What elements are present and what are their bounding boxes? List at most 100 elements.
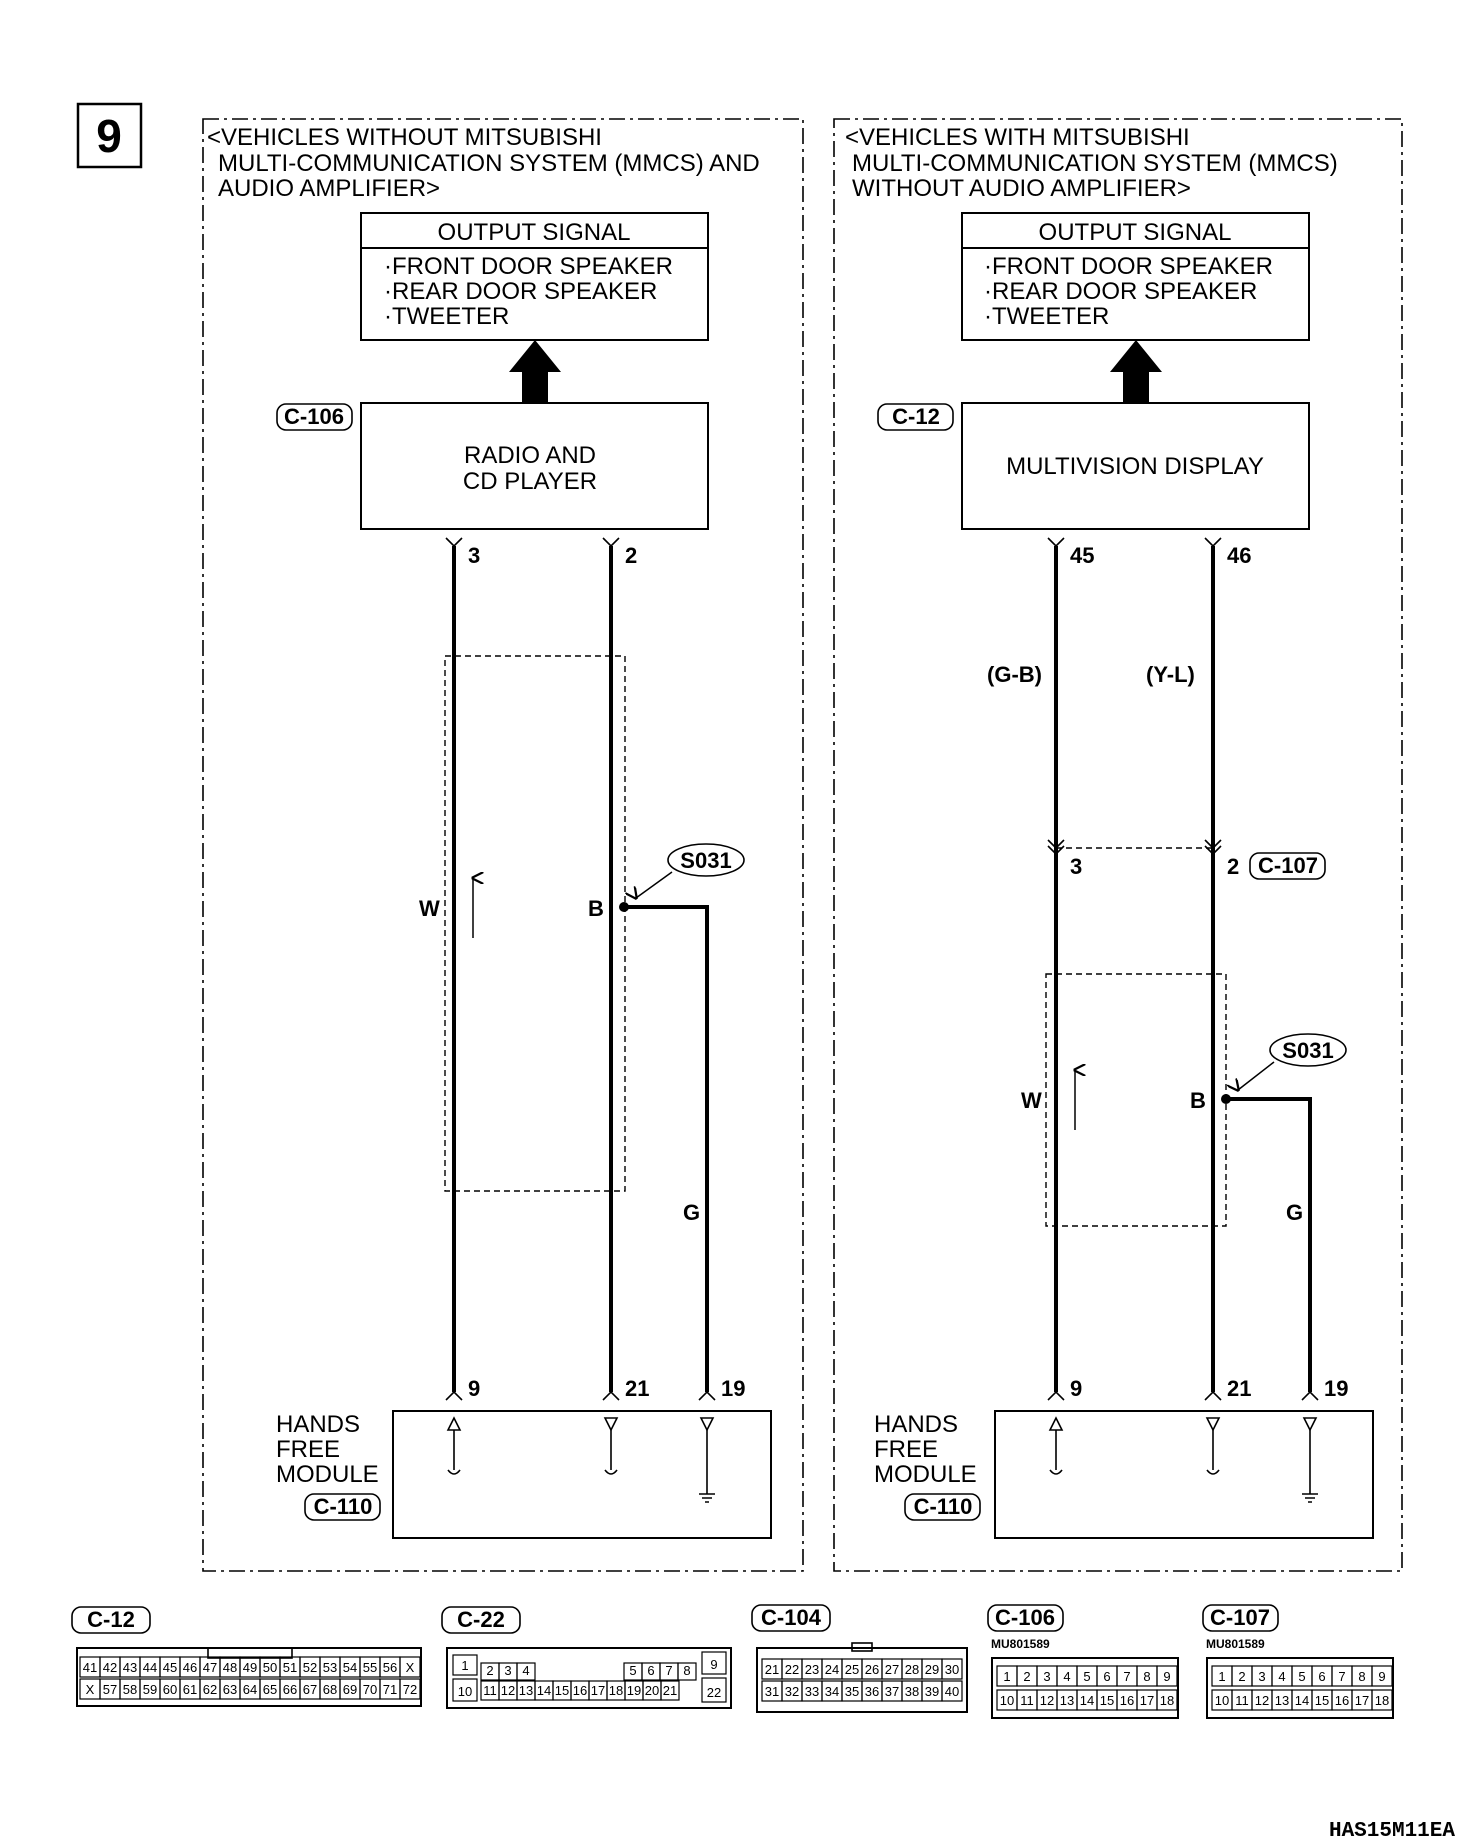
connector-pin-number: 18 bbox=[1375, 1693, 1389, 1708]
connector-pin-number: 18 bbox=[1160, 1693, 1174, 1708]
left-unit-name-2: CD PLAYER bbox=[463, 468, 597, 495]
left-shield-box bbox=[444, 655, 626, 1192]
right-output-item-2: ·REAR DOOR SPEAKER bbox=[984, 278, 1257, 305]
connector-pin-number: 12 bbox=[501, 1683, 515, 1698]
connector-pin-number: 1 bbox=[461, 1658, 468, 1673]
connector-pin-cell bbox=[452, 1654, 478, 1676]
connector-pin-number: 71 bbox=[383, 1682, 397, 1697]
connector-pin-number: 36 bbox=[865, 1684, 879, 1699]
connector-pin-number: 45 bbox=[163, 1660, 177, 1675]
diagram-number: 9 bbox=[96, 110, 122, 162]
c22-face bbox=[446, 1647, 732, 1709]
left-panel: <VEHICLES WITHOUT MITSUBISHI MULTI-COMMU… bbox=[202, 118, 804, 1572]
connector-pin-number: 47 bbox=[203, 1660, 217, 1675]
c22-label: C-22 bbox=[457, 1607, 505, 1632]
connector-pin-number: 30 bbox=[945, 1662, 959, 1677]
right-module-pin-21: 21 bbox=[1227, 1376, 1251, 1401]
connector-pin-number: 13 bbox=[519, 1683, 533, 1698]
connector-pin-cell bbox=[1371, 1689, 1393, 1711]
connector-pin-number: 3 bbox=[1258, 1669, 1265, 1684]
connector-pin-number: 14 bbox=[537, 1683, 551, 1698]
connector-pin-number: 8 bbox=[1358, 1669, 1365, 1684]
connector-pin-number: 2 bbox=[1023, 1669, 1030, 1684]
connector-pin-number: 70 bbox=[363, 1682, 377, 1697]
right-output-arrow bbox=[1110, 340, 1162, 402]
left-wire-label-g: G bbox=[683, 1200, 700, 1225]
connector-pin-cell bbox=[660, 1680, 680, 1701]
diagram-number-box bbox=[76, 102, 143, 169]
c107-label: C-107 bbox=[1210, 1605, 1270, 1630]
connector-pin-number: 10 bbox=[1000, 1693, 1014, 1708]
connector-pin-number: 63 bbox=[223, 1682, 237, 1697]
connector-pin-number: 6 bbox=[1318, 1669, 1325, 1684]
connector-pin-number: 18 bbox=[609, 1683, 623, 1698]
right-output-title: OUTPUT SIGNAL bbox=[1039, 219, 1232, 246]
connector-pin-cell bbox=[1156, 1689, 1178, 1711]
connector-pin-number: 66 bbox=[283, 1682, 297, 1697]
left-module-connector: C-110 bbox=[314, 1494, 373, 1519]
connector-pin-cell bbox=[701, 1677, 727, 1703]
connector-pin-number: 64 bbox=[243, 1682, 257, 1697]
connector-pin-number: 43 bbox=[123, 1660, 137, 1675]
right-unit-pin-46: 46 bbox=[1227, 543, 1251, 568]
right-module-name-2: FREE bbox=[874, 1436, 938, 1463]
connector-pin-number: 33 bbox=[805, 1684, 819, 1699]
right-hands-free-box bbox=[994, 1410, 1374, 1539]
left-splice-label: S031 bbox=[680, 848, 731, 873]
c104-face bbox=[756, 1647, 968, 1713]
connector-pin-number: 14 bbox=[1080, 1693, 1094, 1708]
c106-part-number: MU801589 bbox=[991, 1637, 1050, 1651]
connector-pin-number: 31 bbox=[765, 1684, 779, 1699]
right-upper-color-gb: (G-B) bbox=[987, 662, 1042, 687]
right-output-item-1: ·FRONT DOOR SPEAKER bbox=[984, 253, 1273, 280]
connector-pin-cell bbox=[1371, 1665, 1393, 1687]
connector-pin-number: 21 bbox=[765, 1662, 779, 1677]
connector-pin-cell bbox=[677, 1662, 697, 1681]
right-wire-label-g: G bbox=[1286, 1200, 1303, 1225]
connector-pin-number: 58 bbox=[123, 1682, 137, 1697]
connector-pin-number: 38 bbox=[905, 1684, 919, 1699]
left-output-item-2: ·REAR DOOR SPEAKER bbox=[384, 278, 657, 305]
right-splice-label: S031 bbox=[1282, 1038, 1333, 1063]
connector-pin-number: 41 bbox=[83, 1660, 97, 1675]
connector-pin-number: 44 bbox=[143, 1660, 157, 1675]
connector-pin-number: 26 bbox=[865, 1662, 879, 1677]
connector-pin-number: 28 bbox=[905, 1662, 919, 1677]
connector-pin-number: 15 bbox=[1315, 1693, 1329, 1708]
connector-pin-number: 4 bbox=[1278, 1669, 1285, 1684]
left-unit-name-1: RADIO AND bbox=[464, 442, 596, 469]
connector-pin-number: 68 bbox=[323, 1682, 337, 1697]
connector-pin-number: 13 bbox=[1275, 1693, 1289, 1708]
connector-pin-number: 17 bbox=[1355, 1693, 1369, 1708]
right-panel-frame bbox=[833, 118, 1403, 1572]
right-heading-line-1: <VEHICLES WITH MITSUBISHI bbox=[845, 124, 1190, 151]
connector-pin-number: 7 bbox=[1123, 1669, 1130, 1684]
left-module-pin-9: 9 bbox=[468, 1376, 480, 1401]
left-wire-label-w: W bbox=[419, 896, 440, 921]
connector-pin-number: 5 bbox=[1298, 1669, 1305, 1684]
left-heading-line-2: MULTI-COMMUNICATION SYSTEM (MMCS) AND bbox=[218, 150, 760, 177]
left-module-name-2: FREE bbox=[276, 1436, 340, 1463]
connector-pin-number: 53 bbox=[323, 1660, 337, 1675]
connector-pin-number: 11 bbox=[1235, 1693, 1249, 1708]
connector-pin-number: 3 bbox=[504, 1663, 511, 1678]
connector-pin-number: 25 bbox=[845, 1662, 859, 1677]
right-heading-line-3: WITHOUT AUDIO AMPLIFIER> bbox=[852, 175, 1191, 202]
left-wire-label-b: B bbox=[588, 896, 604, 921]
left-output-box bbox=[360, 212, 709, 341]
right-heading-line-2: MULTI-COMMUNICATION SYSTEM (MMCS) bbox=[852, 150, 1338, 177]
connector-pin-number: 5 bbox=[629, 1663, 636, 1678]
c106-label: C-106 bbox=[995, 1605, 1055, 1630]
connector-pin-number: 6 bbox=[1103, 1669, 1110, 1684]
connector-pin-number: 15 bbox=[555, 1683, 569, 1698]
connector-pin-number: 48 bbox=[223, 1660, 237, 1675]
right-wire-g bbox=[1227, 1097, 1312, 1392]
connector-pin-number: 9 bbox=[1378, 1669, 1385, 1684]
c107-face bbox=[1206, 1657, 1394, 1719]
connector-pin-number: 40 bbox=[945, 1684, 959, 1699]
right-module-pin-19: 19 bbox=[1324, 1376, 1348, 1401]
